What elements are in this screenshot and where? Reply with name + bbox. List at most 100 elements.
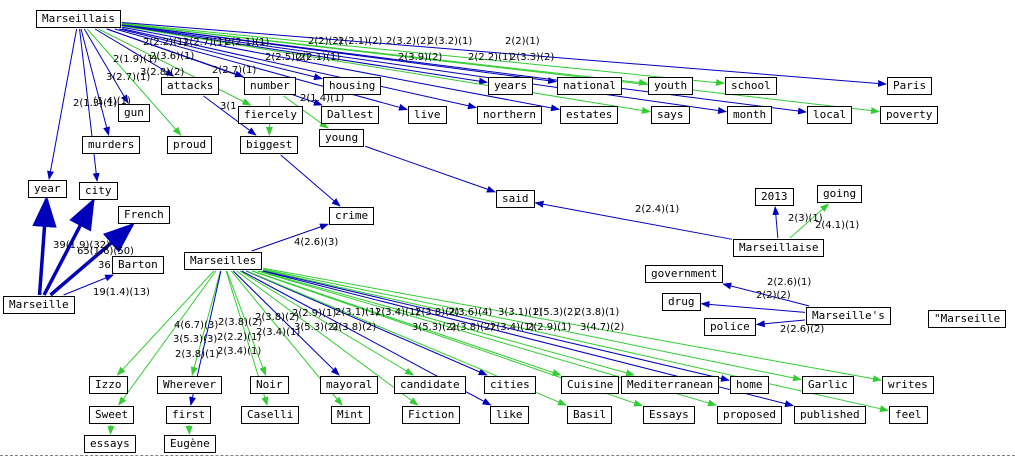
node-quoted-marseille[interactable]: "Marseille — [928, 310, 1007, 328]
node-said[interactable]: said — [496, 190, 535, 208]
node-local[interactable]: local — [807, 106, 853, 124]
node-estates[interactable]: estates — [560, 106, 619, 124]
node-year[interactable]: year — [28, 180, 67, 198]
node-home[interactable]: home — [730, 376, 769, 394]
node-month[interactable]: month — [727, 106, 773, 124]
edge-Marseille-Barton — [63, 274, 115, 296]
node-like[interactable]: like — [490, 406, 529, 424]
node-proud[interactable]: proud — [167, 136, 213, 154]
node-writes[interactable]: writes — [882, 376, 934, 394]
node-dallest[interactable]: Dallest — [321, 106, 380, 124]
node-wherever[interactable]: Wherever — [157, 376, 222, 394]
edge-label: 2(2.7)(1) — [212, 65, 256, 76]
node-2013[interactable]: 2013 — [755, 188, 794, 206]
node-fiercely[interactable]: fiercely — [238, 106, 303, 124]
node-garlic[interactable]: Garlic — [802, 376, 854, 394]
edge-Marseillais-poverty — [121, 23, 880, 115]
node-barton[interactable]: Barton — [112, 256, 164, 274]
node-candidate[interactable]: candidate — [394, 376, 466, 394]
node-youth[interactable]: youth — [648, 77, 694, 95]
node-caselli[interactable]: Caselli — [241, 406, 300, 424]
node-poverty[interactable]: poverty — [880, 106, 939, 124]
edge-label: 4(6.7)(3) — [174, 320, 218, 331]
edge-Marseillais-gun — [83, 28, 129, 104]
edge-label: 2(3.6)(1) — [150, 51, 194, 62]
node-essays[interactable]: essays — [84, 435, 136, 453]
node-live[interactable]: live — [408, 106, 447, 124]
node-young[interactable]: young — [319, 129, 365, 147]
node-going[interactable]: going — [817, 185, 863, 203]
node-cities[interactable]: cities — [484, 376, 536, 394]
node-fiction[interactable]: Fiction — [402, 406, 461, 424]
node-essays-cap[interactable]: Essays — [643, 406, 695, 424]
node-number[interactable]: number — [244, 77, 296, 95]
node-attacks[interactable]: attacks — [161, 77, 220, 95]
node-school[interactable]: school — [725, 77, 777, 95]
edge-Marseillais-estates — [121, 26, 560, 112]
node-gun[interactable]: gun — [118, 104, 150, 122]
edge-attacks-biggest — [203, 95, 257, 136]
edge-label: 39(1.9)(32) — [53, 240, 110, 251]
node-french[interactable]: French — [118, 206, 170, 224]
node-housing[interactable]: housing — [323, 77, 382, 95]
node-feel[interactable]: feel — [889, 406, 928, 424]
edge-Marseilles2-drug — [700, 300, 806, 313]
node-mediterranean[interactable]: Mediterranean — [621, 376, 720, 394]
edge-label: 2(3.4)(1) — [375, 307, 419, 318]
edge-Marseille-French — [49, 222, 135, 297]
edge-label: 2(2)(1) — [505, 36, 540, 47]
edge-young-said — [364, 145, 496, 193]
node-mayoral[interactable]: mayoral — [320, 376, 379, 394]
node-marseillaise[interactable]: Marseillaise — [733, 239, 825, 257]
node-murders[interactable]: murders — [82, 136, 141, 154]
node-cuisine[interactable]: Cuisine — [561, 376, 620, 394]
node-government[interactable]: government — [645, 265, 724, 283]
edge-label: 2(2.4)(1) — [635, 204, 679, 215]
node-marseilles-possessive[interactable]: Marseille's — [806, 307, 891, 325]
node-paris[interactable]: Paris — [887, 77, 933, 95]
edge-label: 65(1.6)(50) — [77, 246, 134, 257]
node-marseille[interactable]: Marseille — [3, 296, 75, 314]
node-noir[interactable]: Noir — [250, 376, 289, 394]
node-izzo[interactable]: Izzo — [89, 376, 128, 394]
node-basil[interactable]: Basil — [567, 406, 613, 424]
node-proposed[interactable]: proposed — [717, 406, 782, 424]
node-drug[interactable]: drug — [662, 293, 701, 311]
edge-Marseillais-housing — [119, 28, 323, 81]
edge-label: 2(3.4)(1) — [217, 346, 261, 357]
node-says[interactable]: says — [651, 106, 690, 124]
node-first[interactable]: first — [166, 406, 212, 424]
node-published[interactable]: published — [794, 406, 866, 424]
edge-label: 3(5.3)(3) — [173, 334, 217, 345]
edge-Marseilles2-government — [722, 282, 810, 307]
node-national[interactable]: national — [557, 77, 622, 95]
edge-Marseilles-home — [263, 269, 730, 382]
bottom-divider — [0, 455, 1015, 456]
edge-label: 2(3.8)(1) — [575, 307, 619, 318]
node-crime[interactable]: crime — [329, 207, 375, 225]
edge-Marseillais-proud — [86, 28, 182, 136]
edge-Marseillais-city — [79, 28, 100, 182]
edge-Marseilles-mayoral — [232, 270, 340, 376]
node-sweet[interactable]: Sweet — [89, 406, 135, 424]
edge-Marseilles-Garlic — [263, 268, 802, 382]
edge-label: 2(2.6)(2) — [780, 324, 824, 335]
edge-label: 2(3.2)(2) — [386, 36, 430, 47]
edge-label: 2(2.2)(1) — [217, 332, 261, 343]
edge-Marseillais-local — [121, 24, 807, 115]
node-mint[interactable]: Mint — [331, 406, 370, 424]
edge-Marseilles-Fiction — [236, 270, 419, 406]
node-years[interactable]: years — [488, 77, 534, 95]
edge-label: 2(2.2)(1) — [468, 52, 512, 63]
edge-label: 2(2.5)(2) — [265, 52, 309, 63]
node-police[interactable]: police — [704, 318, 756, 336]
node-city[interactable]: city — [79, 182, 118, 200]
node-northern[interactable]: northern — [477, 106, 542, 124]
node-eugene[interactable]: Eugène — [164, 435, 216, 453]
edge-label: 2(2.1)(2) — [338, 36, 382, 47]
node-marseilles[interactable]: Marseilles — [184, 252, 263, 270]
edge-label: 3(2.8)(2) — [140, 67, 184, 78]
node-biggest[interactable]: biggest — [240, 136, 299, 154]
node-marseillais[interactable]: Marseillais — [36, 10, 121, 28]
